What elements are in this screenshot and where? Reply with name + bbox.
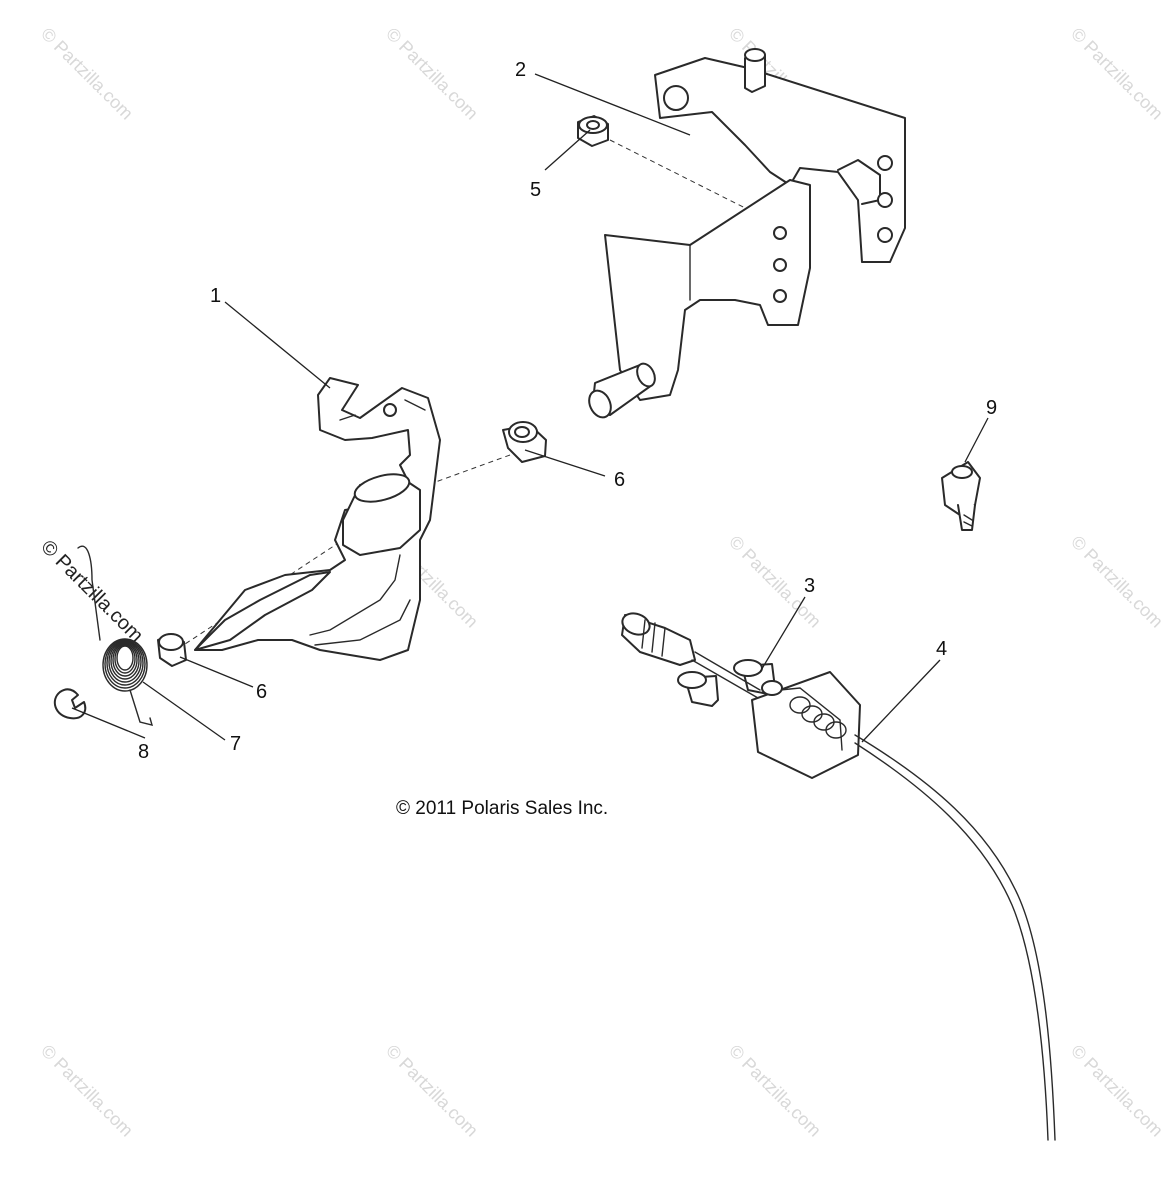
callout-5: 5 (530, 179, 541, 201)
watermark: © Partzilla.com (725, 1041, 825, 1141)
swivel-block (941, 461, 981, 531)
callout-3: 3 (804, 575, 815, 597)
cable-assembly (621, 612, 1056, 1141)
callout-8: 8 (138, 741, 149, 763)
watermark: © Partzilla.com (37, 1041, 137, 1141)
watermark: © Partzilla.com (1067, 532, 1167, 632)
pedal-lever (194, 377, 441, 661)
leader-lines (71, 73, 989, 743)
watermark: © Partzilla.com (382, 24, 482, 124)
watermark: © Partzilla.com (382, 1041, 482, 1141)
assembly-axis (609, 139, 766, 219)
callout-9: 9 (986, 397, 997, 419)
callout-numbers: 2 5 1 6 6 7 8 3 4 9 (138, 59, 997, 763)
bushing-lower (157, 633, 187, 667)
bushing-middle (502, 421, 547, 463)
mounting-bracket (588, 48, 906, 419)
watermark: © Partzilla.com (1067, 24, 1167, 124)
watermark: © Partzilla.com (1067, 1041, 1167, 1141)
callout-6-lower: 6 (256, 681, 267, 703)
watermarks: © Partzilla.com © Partzilla.com © Partzi… (37, 24, 1167, 1141)
watermark-dark: © Partzilla.com (36, 536, 147, 647)
callout-7: 7 (230, 733, 241, 755)
callout-4: 4 (936, 638, 947, 660)
copyright-text: © 2011 Polaris Sales Inc. (396, 798, 608, 819)
bushing-top (577, 115, 609, 147)
callout-1: 1 (210, 285, 221, 307)
assembly-axis (429, 454, 511, 485)
callout-6-middle: 6 (614, 469, 625, 491)
e-clip (53, 688, 87, 720)
torsion-spring (77, 545, 154, 726)
pin-lower (677, 671, 719, 707)
watermark: © Partzilla.com (37, 24, 137, 124)
callout-2: 2 (515, 59, 526, 81)
